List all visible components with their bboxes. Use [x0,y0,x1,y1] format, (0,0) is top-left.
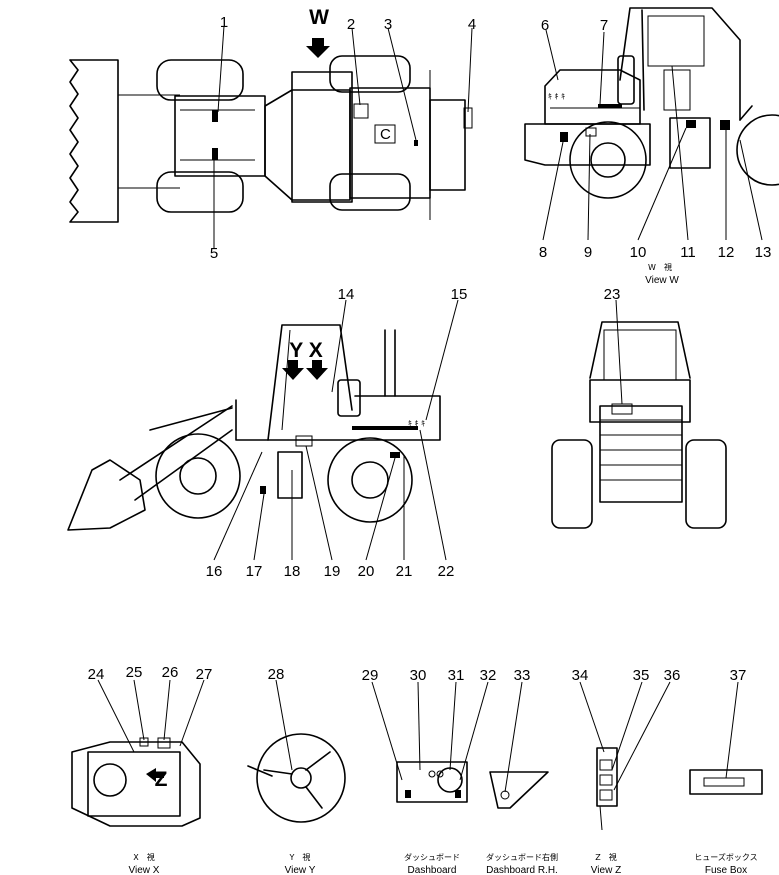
loader-view-w: ｷ ｷ ｷ [524,7,779,199]
caption-dashboard-en: Dashboard [408,865,457,875]
callout-35: 35 [633,667,650,684]
svg-text:ｷ ｷ ｷ: ｷ ｷ ｷ [548,92,565,101]
callout-16: 16 [206,563,223,580]
callout-36: 36 [664,667,681,684]
callout-17: 17 [246,563,263,580]
caption-z-en: View Z [591,865,621,875]
callout-30: 30 [410,667,427,684]
callout-15: 15 [451,286,468,303]
callout-18: 18 [284,563,301,580]
callout-22: 22 [438,563,455,580]
callout-24: 24 [88,666,105,683]
loader-top-view: C [69,38,473,223]
callout-6: 6 [541,17,549,34]
callout-numbers: 1 2 3 4 5 6 7 8 9 10 11 12 13 14 15 16 1… [88,14,772,684]
leader-lines [97,25,763,793]
callout-11: 11 [680,244,696,261]
dashboard-detail [396,761,468,803]
callout-14: 14 [338,286,355,303]
callout-37: 37 [730,667,747,684]
view-marker-yx: Y X [289,339,322,362]
dashboard-rh-detail [489,771,549,809]
caption-dashboard-rh-jp: ダッシュボード右側 [486,852,558,862]
view-marker-w: W [309,6,329,29]
caption-dashboard-jp: ダッシュボード [404,852,460,862]
callout-33: 33 [514,667,531,684]
view-captions: W 視 View W X 視 View X Y 視 View Y ダッシュボード… [129,263,758,875]
view-markers: W Y X Z [155,6,330,791]
callout-9: 9 [584,244,592,261]
callout-12: 12 [718,244,735,261]
caption-w-jp: W 視 [648,263,672,272]
callout-34: 34 [572,667,589,684]
callout-4: 4 [468,16,476,33]
view-y-detail [247,733,346,823]
callout-13: 13 [755,244,772,261]
callout-3: 3 [384,16,392,33]
callout-19: 19 [324,563,341,580]
caption-y-jp: Y 視 [289,853,311,862]
callout-5: 5 [210,245,218,262]
view-z-detail [596,747,618,831]
loader-side-view: ｷ ｷ ｷ [67,324,441,531]
caption-fuse-jp: ヒューズボックス [694,852,757,862]
loader-front-view [551,321,727,529]
callout-21: 21 [396,563,413,580]
caption-fuse-en: Fuse Box [705,865,747,875]
caption-w-en: View W [645,275,679,286]
callout-7: 7 [600,17,608,34]
callout-26: 26 [162,664,179,681]
caption-dashboard-rh-en: Dashboard R.H. [486,865,558,875]
callout-8: 8 [539,244,547,261]
callout-23: 23 [604,286,621,303]
view-x-detail [71,737,201,827]
callout-25: 25 [126,664,143,681]
caption-y-en: View Y [285,865,316,875]
caption-x-jp: X 視 [133,853,154,862]
callout-20: 20 [358,563,375,580]
callout-31: 31 [448,667,465,684]
callout-29: 29 [362,667,379,684]
callout-2: 2 [347,16,355,33]
view-marker-z: Z [155,768,168,791]
callout-32: 32 [480,667,497,684]
callout-27: 27 [196,666,213,683]
caption-z-jp: Z 視 [595,853,616,862]
caption-x-en: View X [129,865,160,875]
svg-text:ｷ ｷ ｷ: ｷ ｷ ｷ [408,419,425,428]
callout-1: 1 [220,14,228,31]
callout-28: 28 [268,666,285,683]
callout-10: 10 [630,244,647,261]
fuse-box-detail [689,769,763,795]
svg-text:C: C [380,126,391,143]
